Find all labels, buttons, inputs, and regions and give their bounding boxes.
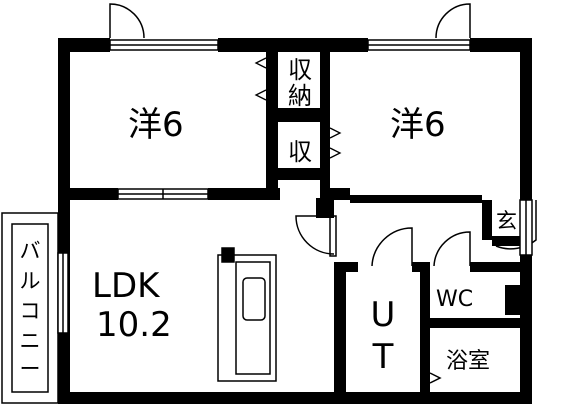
balcony-label: バ ル コ ニ ー: [20, 239, 41, 381]
top-door-swings: [109, 3, 471, 39]
closet-door-marks: [254, 57, 342, 159]
balcony-char-2: ル: [20, 269, 41, 293]
entrance-label: 玄: [496, 209, 517, 233]
toilet-fixture: [505, 285, 520, 315]
bathroom-label: 浴室: [446, 349, 490, 374]
washroom-u: U: [371, 295, 396, 335]
interior-doors: [295, 199, 537, 384]
balcony-char-3: コ: [20, 299, 41, 323]
ldk-size: 10.2: [96, 305, 172, 345]
top-windows: [109, 39, 471, 51]
washroom-t: T: [372, 337, 394, 377]
ldk-label: LDK: [92, 266, 161, 306]
interior-walls: [58, 52, 532, 404]
balcony-char-5: ー: [20, 357, 41, 381]
room-western-right: 洋6: [390, 105, 446, 145]
balcony: [1, 212, 69, 404]
storage-middle-label: 収: [288, 138, 312, 166]
interior-windows: [117, 188, 209, 200]
toilet-label: WC: [436, 287, 473, 312]
kitchen-counter: [217, 247, 277, 382]
storage-upper-label: 収: [288, 56, 312, 84]
balcony-char-1: バ: [20, 239, 41, 263]
storage-upper-label-2: 納: [288, 82, 312, 110]
balcony-char-4: ニ: [20, 329, 41, 353]
room-western-left: 洋6: [128, 105, 184, 145]
